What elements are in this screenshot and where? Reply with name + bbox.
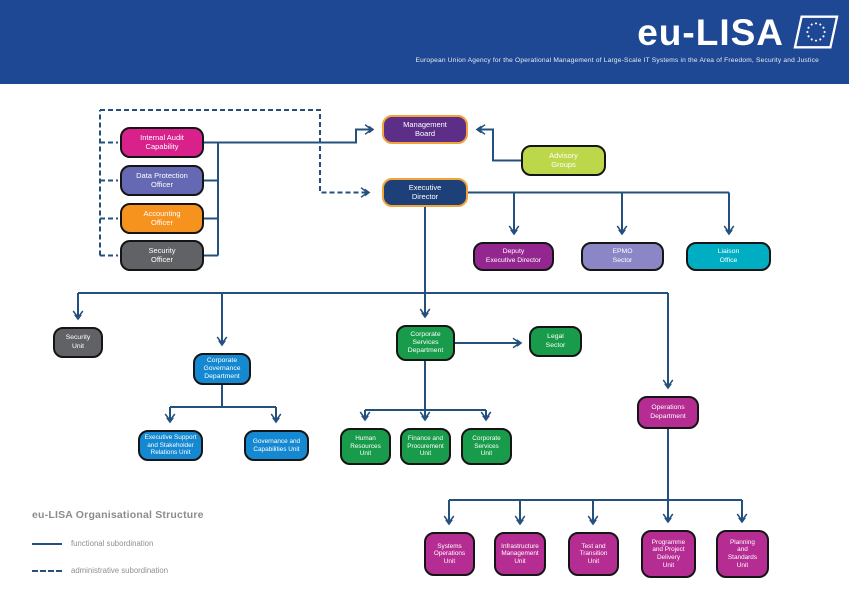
eu-lisa-logo: eu-LISA bbox=[637, 12, 839, 52]
node-test-transition-unit: Test and Transition Unit bbox=[568, 532, 619, 576]
legend-item-functional: functional subordination bbox=[32, 539, 204, 548]
node-finance-procurement-unit: Finance and Procurement Unit bbox=[400, 428, 451, 465]
node-systems-operations-unit: Systems Operations Unit bbox=[424, 532, 475, 576]
line-director-main-rail bbox=[78, 207, 668, 294]
node-operations-department: Operations Department bbox=[637, 396, 699, 429]
node-liaison-office: Liaison Office bbox=[686, 242, 771, 271]
header-banner: eu-LISA European Union Agency for the Op… bbox=[0, 0, 849, 84]
dashed-line-sample bbox=[32, 569, 62, 572]
node-executive-support-unit: Executive Support and Stakeholder Relati… bbox=[138, 430, 203, 461]
line-operations-tree bbox=[449, 429, 742, 501]
line-governance-tree bbox=[170, 385, 276, 408]
line-audit-to-board bbox=[218, 124, 375, 144]
line-services-tree bbox=[365, 361, 486, 411]
node-internal-audit-capability: Internal Audit Capability bbox=[120, 127, 204, 158]
node-security-unit: Security Unit bbox=[53, 327, 103, 358]
node-epmo-sector: EPMO Sector bbox=[581, 242, 664, 271]
node-corporate-services-department: Corporate Services Department bbox=[396, 325, 455, 361]
node-security-officer: Security Officer bbox=[120, 240, 204, 271]
node-accounting-officer: Accounting Officer bbox=[120, 203, 204, 234]
node-corporate-services-unit: Corporate Services Unit bbox=[461, 428, 512, 465]
node-infrastructure-management-unit: Infrastructure Management Unit bbox=[494, 532, 546, 576]
node-legal-sector: Legal Sector bbox=[529, 326, 582, 357]
legend-item-administrative: administrative subordination bbox=[32, 566, 204, 575]
line-advisory-to-board bbox=[475, 124, 521, 162]
legend-title: eu-LISA Organisational Structure bbox=[32, 509, 204, 521]
header-subtitle: European Union Agency for the Operationa… bbox=[415, 57, 819, 64]
node-management-board: Management Board bbox=[382, 115, 468, 144]
legend: eu-LISA Organisational Structure functio… bbox=[32, 509, 204, 575]
line-admin-dashed bbox=[99, 109, 368, 257]
logo-wordmark: eu-LISA bbox=[637, 11, 784, 53]
line-officers-rail bbox=[204, 141, 219, 257]
node-deputy-executive-director: Deputy Executive Director bbox=[473, 242, 554, 271]
node-human-resources-unit: Human Resources Unit bbox=[340, 428, 391, 465]
node-data-protection-officer: Data Protection Officer bbox=[120, 165, 204, 196]
solid-line-sample bbox=[32, 542, 62, 545]
node-executive-director: Executive Director bbox=[382, 178, 468, 207]
node-advisory-groups: Advisory Groups bbox=[521, 145, 606, 176]
node-planning-standards-unit: Planning and Standards Unit bbox=[716, 530, 769, 578]
node-governance-capabilities-unit: Governance and Capabilities Unit bbox=[244, 430, 309, 461]
eu-flag-icon bbox=[793, 15, 839, 49]
node-programme-project-delivery-unit: Programme and Project Delivery Unit bbox=[641, 530, 696, 578]
node-corporate-governance-department: Corporate Governance Department bbox=[193, 353, 251, 385]
